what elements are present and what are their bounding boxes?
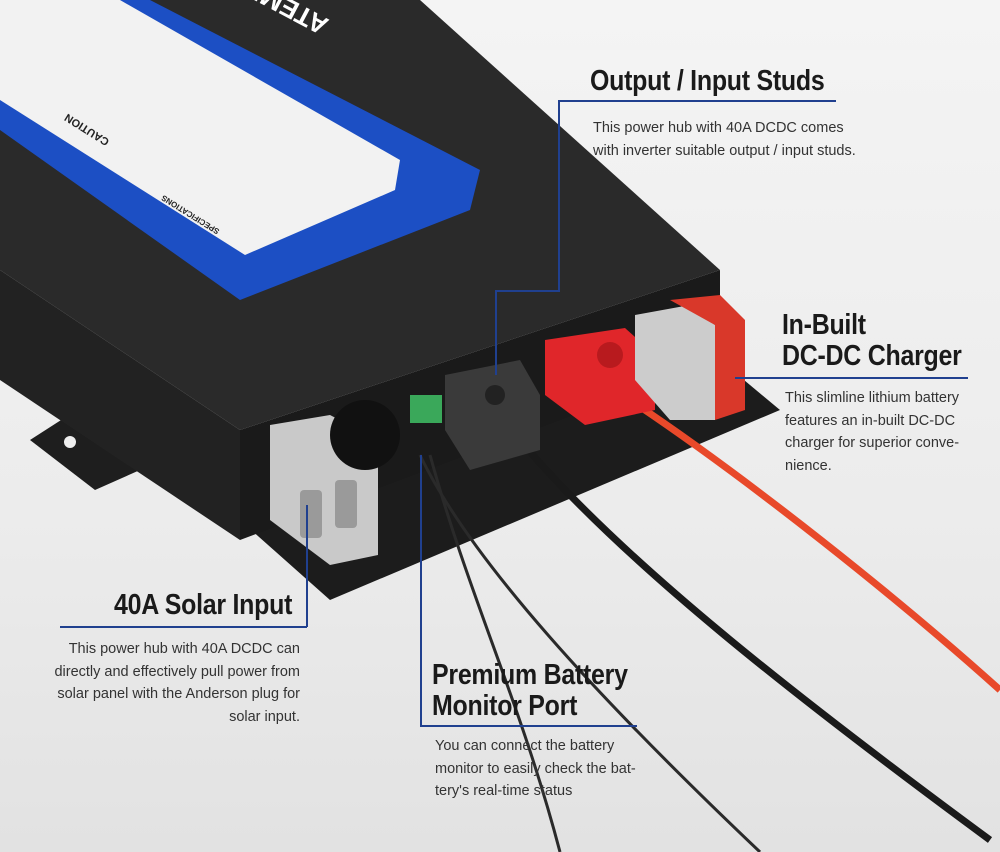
- text-line: charger for superior conve-: [785, 435, 960, 451]
- monitor-port-terminal: [410, 395, 442, 423]
- solar-leader: [306, 505, 308, 627]
- solar-title: 40A Solar Input: [113, 589, 292, 621]
- studs-leader: [495, 290, 497, 375]
- monitor-cable-2: [428, 454, 562, 852]
- solar-description: This power hub with 40A DCDC can directl…: [54, 638, 300, 728]
- text-line: monitor to easily check the bat-: [435, 760, 636, 777]
- charger-description: This slimline lithium battery features a…: [785, 387, 959, 477]
- title-line: Monitor Port: [432, 690, 578, 722]
- red-cable: [628, 397, 1000, 693]
- monitor-underline: [420, 725, 637, 727]
- title-line: In-Built: [782, 309, 866, 341]
- text-line: This power hub with 40A DCDC can: [68, 641, 300, 657]
- monitor-cable-1: [418, 454, 762, 852]
- studs-leader: [495, 290, 559, 292]
- studs-underline: [558, 100, 836, 102]
- black-cable: [517, 437, 993, 843]
- charger-title: In-Built DC-DC Charger: [782, 310, 962, 372]
- device-side: [0, 270, 240, 540]
- text-line: This power hub with 40A DCDC comes: [593, 120, 844, 136]
- device-detail: [335, 480, 357, 528]
- red-stud-cover: [545, 328, 655, 425]
- text-line: features an in-built DC-DC: [785, 412, 956, 429]
- monitor-description: You can connect the battery monitor to e…: [435, 735, 636, 803]
- text-line: with inverter suitable output / input st…: [593, 142, 856, 159]
- text-line: directly and effectively pull power from: [54, 663, 300, 680]
- mount-hole: [64, 436, 76, 448]
- label-white: [0, 0, 400, 255]
- studs-leader: [558, 100, 560, 292]
- text-line: You can connect the battery: [435, 738, 615, 754]
- studs-description: This power hub with 40A DCDC comes with …: [593, 117, 856, 162]
- solar-underline: [60, 626, 307, 628]
- anderson-plug-charger-red: [670, 295, 745, 420]
- device-detail: [597, 342, 623, 368]
- title-line: DC-DC Charger: [782, 340, 962, 372]
- charger-underline: [735, 377, 968, 379]
- text-line: nience.: [785, 457, 832, 474]
- text-line: solar input.: [229, 708, 300, 725]
- device-detail: [300, 490, 322, 538]
- black-stud-cover: [445, 360, 540, 470]
- monitor-title: Premium Battery Monitor Port: [432, 660, 628, 722]
- monitor-leader: [420, 455, 422, 726]
- title-line: Premium Battery: [432, 659, 628, 691]
- round-port: [330, 400, 400, 470]
- text-line: solar panel with the Anderson plug for: [57, 686, 300, 702]
- text-line: This slimline lithium battery: [785, 390, 960, 406]
- text-line: tery's real-time status: [435, 783, 573, 799]
- studs-title: Output / Input Studs: [590, 65, 825, 97]
- anderson-plug-charger-gray: [635, 305, 715, 420]
- device-detail: [485, 385, 505, 405]
